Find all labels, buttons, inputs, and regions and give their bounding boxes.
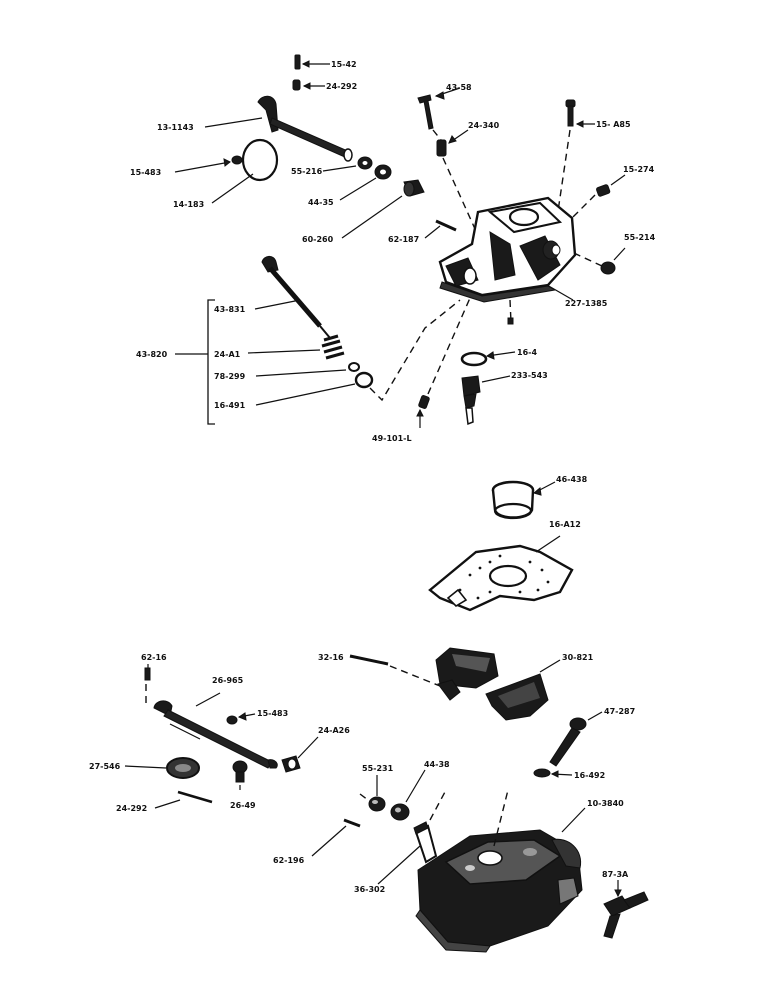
bracket-43-820: [175, 299, 215, 425]
part-choke-shaft-26-965: [153, 692, 278, 769]
label-26-965: 26-965: [212, 676, 244, 685]
part-nozzle-233-543: [461, 375, 511, 426]
label-24-a1: 24-A1: [214, 350, 241, 359]
part-gasket-16-491: [255, 371, 374, 406]
part-screw-15-483-top: [174, 155, 243, 173]
part-washer-78-299: [255, 362, 360, 377]
part-screw-15-483-bottom: [226, 712, 256, 725]
label-49-101-l: 49-101-L: [372, 434, 412, 443]
label-60-260: 60-260: [302, 235, 334, 244]
label-47-287: 47-287: [604, 707, 635, 716]
leader-dash-jet: [427, 297, 471, 395]
label-15-483-bottom: 15-483: [257, 709, 288, 718]
label-24-340: 24-340: [468, 121, 500, 130]
label-44-38: 44-38: [424, 760, 450, 769]
part-screw-15-42: [294, 54, 330, 70]
part-plug-small: [507, 317, 514, 325]
part-spring-24-a26: [281, 736, 319, 773]
label-26-49: 26-49: [230, 801, 256, 810]
leader-dash-36-302: [429, 789, 447, 821]
label-16-4: 16-4: [517, 348, 537, 357]
part-pin-32-16: [349, 654, 389, 666]
part-screw-43-58: [417, 87, 461, 130]
part-gasket-16-4: [460, 351, 516, 367]
label-24-292-bottom: 24-292: [116, 804, 147, 813]
label-43-58: 43-58: [446, 83, 472, 92]
label-10-3840: 10-3840: [587, 799, 624, 808]
part-washer-55-231: [368, 775, 386, 812]
label-16-491: 16-491: [214, 401, 246, 410]
part-washer-55-216: [322, 156, 373, 172]
part-collar-26-49: [232, 760, 248, 790]
part-nut-55-214: [600, 247, 626, 275]
part-seal-44-38: [390, 769, 426, 821]
part-seal-44-35: [339, 164, 392, 201]
part-spring-24-292-top: [292, 79, 325, 91]
label-24-292-top: 24-292: [326, 82, 357, 91]
label-62-196: 62-196: [273, 856, 305, 865]
label-27-546: 27-546: [89, 762, 121, 771]
part-spring-24-292-bottom: [154, 790, 213, 809]
label-15-274: 15-274: [623, 165, 655, 174]
label-55-214: 55-214: [624, 233, 656, 242]
part-jet-49-101-l: [416, 395, 430, 428]
label-78-299: 78-299: [214, 372, 246, 381]
label-15-42: 15-42: [331, 60, 357, 69]
part-gasket-16-a12: [428, 535, 574, 612]
part-valve-47-287: [549, 711, 603, 767]
label-62-187: 62-187: [388, 235, 419, 244]
label-227-1385: 227-1385: [565, 299, 608, 308]
part-float-30-821: [435, 647, 561, 721]
part-bushing-60-260: [341, 179, 425, 239]
label-13-1143: 13-1143: [157, 123, 194, 132]
label-233-543: 233-543: [511, 371, 548, 380]
part-choke-plate-27-546: [124, 757, 200, 779]
leader-dash-24-340: [442, 157, 481, 241]
label-14-183: 14-183: [173, 200, 204, 209]
label-44-35: 44-35: [308, 198, 334, 207]
leader-dash-float-bowl: [493, 789, 509, 847]
part-setscrew-15-274: [596, 174, 626, 197]
part-idle-needle-43-831: [254, 255, 331, 339]
label-55-216: 55-216: [291, 167, 323, 176]
label-62-16: 62-16: [141, 653, 167, 662]
part-venturi-46-438: [491, 480, 556, 520]
part-drain-87-3a: [603, 880, 649, 939]
label-15-483-top: 15-483: [130, 168, 161, 177]
leader-dash-55-231: [359, 793, 369, 801]
label-55-231: 55-231: [362, 764, 394, 773]
part-spring-24-340: [436, 129, 469, 157]
part-pin-62-16: [144, 664, 151, 681]
label-46-438: 46-438: [556, 475, 588, 484]
part-main-jet-36-302: [377, 821, 438, 885]
part-pin-62-187: [424, 219, 457, 239]
label-24-a26: 24-A26: [318, 726, 350, 735]
part-pin-62-196: [311, 818, 361, 857]
leader-dash-43-58: [432, 129, 442, 141]
label-43-831: 43-831: [214, 305, 246, 314]
label-36-302: 36-302: [354, 885, 385, 894]
part-float-bowl-10-3840: [415, 807, 586, 953]
part-gasket-16-492: [533, 768, 573, 778]
part-screw-15-a85: [565, 99, 595, 128]
part-throttle-lever-13-1143: [204, 95, 353, 162]
label-15-a85: 15- A85: [596, 120, 631, 129]
label-87-3a: 87-3A: [602, 870, 629, 879]
label-32-16: 32-16: [318, 653, 344, 662]
label-16-a12: 16-A12: [549, 520, 581, 529]
leader-dash-idle-needle: [369, 299, 461, 402]
part-throttle-body-227-1385: [438, 196, 577, 303]
part-throttle-plate-14-183: [211, 138, 279, 204]
part-spring-24-a1: [247, 334, 345, 360]
leader-dash-32-16: [389, 665, 441, 687]
label-30-821: 30-821: [562, 653, 594, 662]
label-43-820: 43-820: [136, 350, 168, 359]
label-16-492: 16-492: [574, 771, 605, 780]
